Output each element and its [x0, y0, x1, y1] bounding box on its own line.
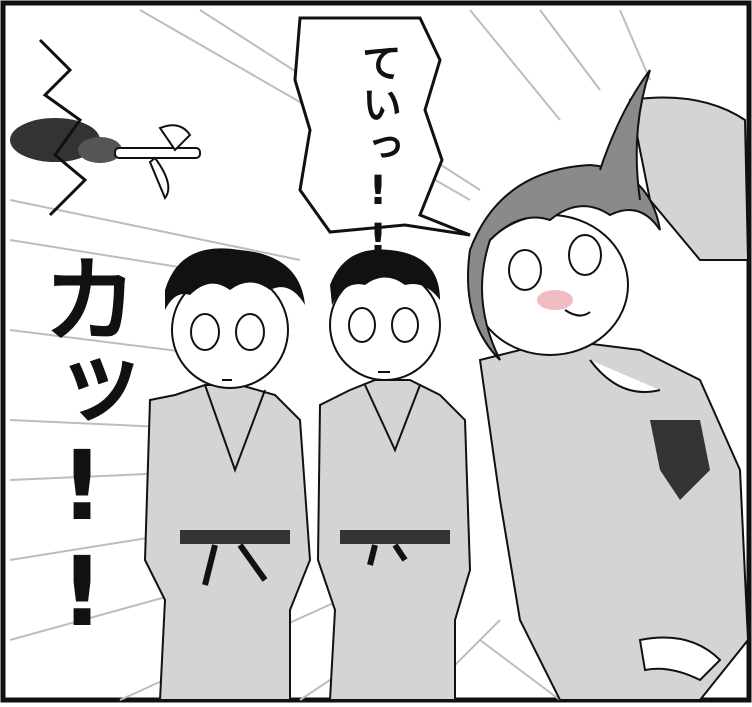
boy-middle	[316, 249, 472, 701]
kendama-icon	[10, 118, 201, 200]
speech-text: ていっ!!	[355, 42, 401, 264]
sound-effect-text: カッ!!	[26, 250, 138, 642]
speech-bubble	[293, 16, 471, 237]
girl-right	[467, 69, 750, 701]
boy-left	[143, 248, 312, 701]
motion-zigzag	[38, 38, 88, 217]
